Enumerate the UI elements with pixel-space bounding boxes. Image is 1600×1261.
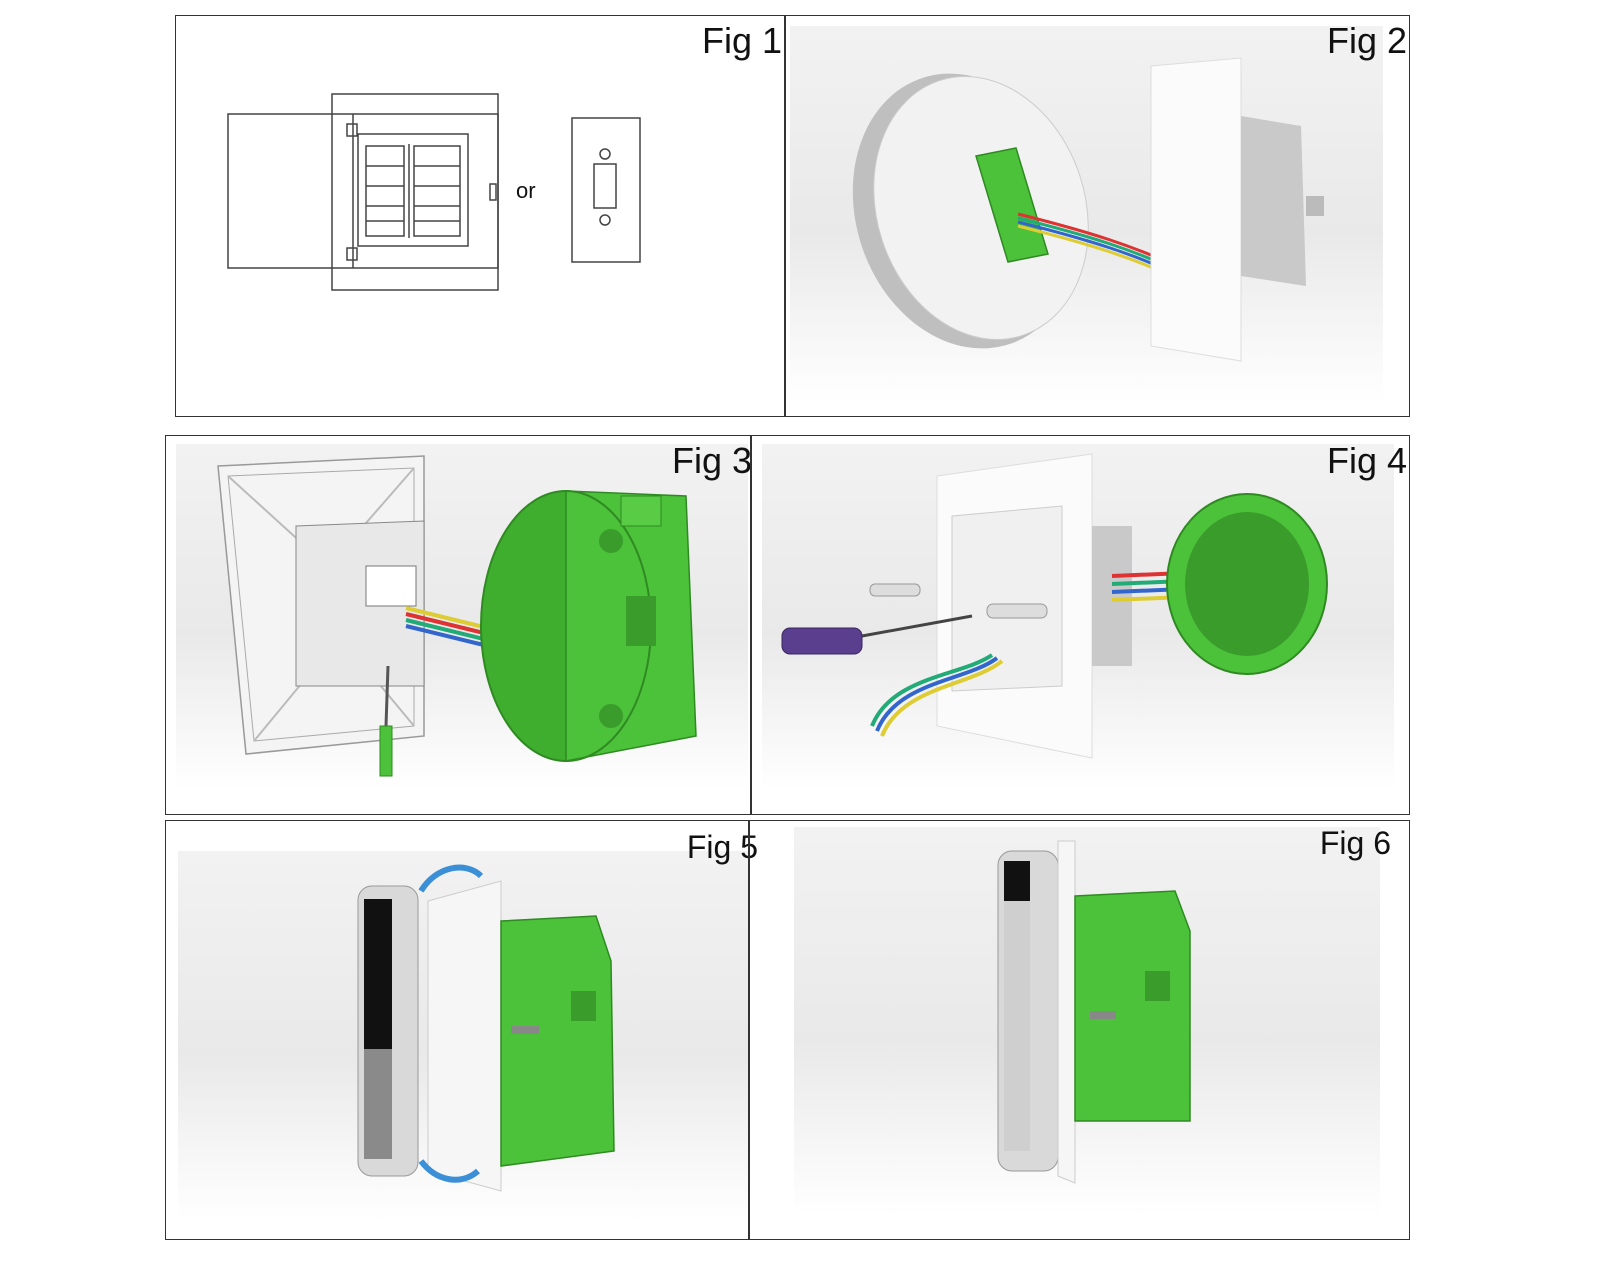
fig3-label: Fig 3 [671,440,752,481]
fig5-label: Fig 5 [686,829,758,865]
fig4-panel: Fig 4 [752,436,1409,814]
fig6-illustration [997,840,1191,1184]
wall-plate [1057,840,1076,1184]
junction-box-icon [1074,890,1191,1122]
breaker-panel-icon [227,93,499,291]
fig2-label: Fig 2 [1326,20,1407,61]
wall-plate [427,880,502,1192]
thermostat-front [357,885,419,1177]
fig4-label: Fig 4 [1326,440,1407,481]
fig3-panel: Fig 3 [166,436,762,814]
wall-switch-icon [571,117,641,263]
thermostat-back-plate [852,73,1089,349]
fig2-illustration [852,57,1324,362]
junction-box-icon [480,490,697,762]
figure-row-1: Fig 1 [175,15,1410,417]
screwdriver-icon [379,665,393,777]
fig5-illustration [357,864,615,1192]
junction-box-icon [500,915,615,1167]
fig3-illustration [217,455,697,777]
row1-divider [784,16,786,416]
screwdriver-icon [781,614,973,655]
fig1-or-text: or [516,178,536,203]
junction-box-icon [1166,493,1328,675]
fig6-panel: Fig 6 [750,821,1409,1239]
fig2-panel: Fig 2 [786,16,1409,416]
loose-wires [870,653,1004,737]
row2-divider [750,436,752,814]
figure-row-3: Fig 5 Fig 6 [165,820,1410,1240]
fig5-panel: Fig 5 [166,821,764,1239]
fig1-line-drawing [227,93,641,291]
figure-row-2: Fig 3 [165,435,1410,815]
screw-icon [869,583,1048,619]
fig4-illustration [781,453,1328,759]
row3-divider [748,821,750,1239]
fig6-label: Fig 6 [1319,825,1391,861]
thermostat-mounting-frame [217,455,425,755]
wall-plate [1150,57,1324,362]
thermostat-front [997,850,1059,1172]
fig1-panel: Fig 1 [176,16,786,416]
rotate-arrow-icon [418,864,484,1183]
fig1-label: Fig 1 [701,20,782,61]
